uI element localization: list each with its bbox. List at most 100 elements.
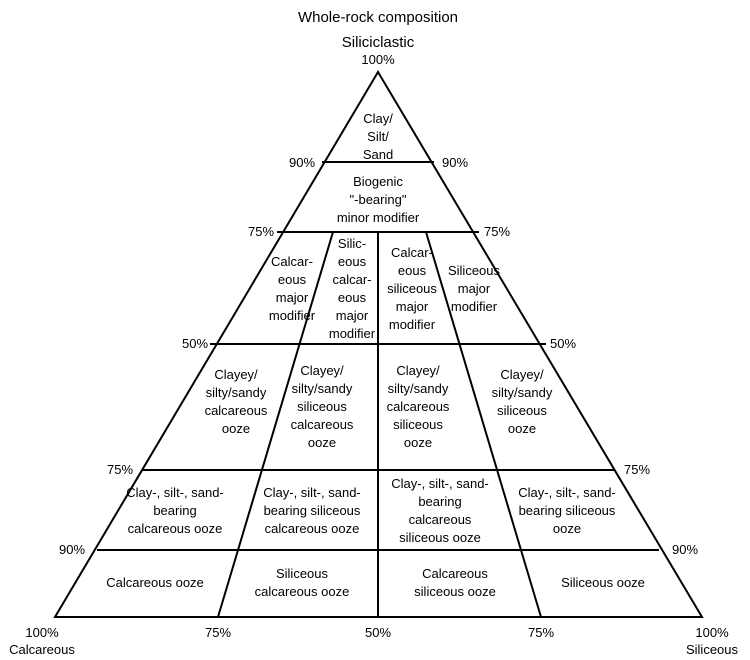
base-tick-75-left: 75% xyxy=(205,625,231,640)
region-calcareous-major: Calcar-eous major modifier xyxy=(269,254,316,323)
region-label-line: Clayey/ xyxy=(300,363,344,378)
region-label-line: minor modifier xyxy=(337,210,420,225)
right-corner-pct: 100% xyxy=(695,625,729,640)
region-clayey-calcareous-ooze: Clayey/silty/sandy calcareous ooze xyxy=(205,367,268,436)
region-label-line: silty/sandy xyxy=(206,385,267,400)
left-corner-pct: 100% xyxy=(25,625,59,640)
left-tick-90-top: 90% xyxy=(289,155,315,170)
region-label-line: calcareous xyxy=(409,512,472,527)
region-label-line: eous xyxy=(338,290,367,305)
region-label-line: Clayey/ xyxy=(396,363,440,378)
region-label-line: Clay/ xyxy=(363,111,393,126)
region-label-line: silty/sandy xyxy=(388,381,449,396)
region-bearing-calcareous-siliceous-ooze: Clay-, silt-, sand-bearing calcareous sili… xyxy=(391,476,489,545)
region-label-line: calcareous ooze xyxy=(128,521,223,536)
base-tick-50: 50% xyxy=(365,625,391,640)
region-label-line: ooze xyxy=(308,435,336,450)
region-calcareous-siliceous-ooze: Calcareous siliceous ooze xyxy=(414,566,496,599)
region-label-line: ooze xyxy=(222,421,250,436)
left-tick-75-bottom: 75% xyxy=(107,462,133,477)
region-label-line: modifier xyxy=(389,317,436,332)
region-label-line: calcareous xyxy=(387,399,450,414)
region-label-line: calcareous xyxy=(291,417,354,432)
left-tick-50: 50% xyxy=(182,336,208,351)
region-label-line: "-bearing" xyxy=(350,192,407,207)
region-label-line: Silt/ xyxy=(367,129,389,144)
region-label-line: bearing xyxy=(418,494,461,509)
region-siliceous-calcareous-major: Silic-eous calcar-eous major modifier xyxy=(329,236,376,341)
region-label-line: ooze xyxy=(508,421,536,436)
region-siliceous-calcareous-ooze: Siliceous calcareous ooze xyxy=(255,566,350,599)
region-bearing-siliceous-calcareous-ooze: Clay-, silt-, sand-bearing siliceous calc… xyxy=(263,485,361,536)
region-label-line: major xyxy=(336,308,369,323)
right-tick-75-top: 75% xyxy=(484,224,510,239)
divider-right-inner xyxy=(425,231,542,618)
region-label-line: eous xyxy=(398,263,427,278)
region-clayey-calcareous-siliceous-ooze: Clayey/silty/sandy calcareous siliceous ooz… xyxy=(387,363,450,450)
region-label-line: siliceous xyxy=(387,281,437,296)
region-biogenic-bearing: Biogenic "-bearing" minor modifier xyxy=(337,174,420,225)
region-label-line: Siliceous ooze xyxy=(561,575,645,590)
region-label-line: calcareous ooze xyxy=(255,584,350,599)
region-label-line: calcareous xyxy=(205,403,268,418)
region-bearing-siliceous-ooze: Clay-, silt-, sand-bearing siliceous ooze xyxy=(518,485,616,536)
region-label-line: Clayey/ xyxy=(500,367,544,382)
region-bearing-calcareous-ooze: Clay-, silt-, sand-bearing calcareous ooz… xyxy=(126,485,224,536)
region-label-line: bearing siliceous xyxy=(264,503,361,518)
region-label-line: Calcareous ooze xyxy=(106,575,204,590)
region-label-line: Siliceous xyxy=(276,566,329,581)
region-clayey-siliceous-calcareous-ooze: Clayey/silty/sandy siliceous calcareous ooz… xyxy=(291,363,354,450)
region-apex: Clay/Silt/Sand xyxy=(363,111,393,162)
region-label-line: silty/sandy xyxy=(292,381,353,396)
left-corner-name: Calcareous xyxy=(9,642,75,657)
region-label-line: calcar- xyxy=(332,272,371,287)
region-label-line: ooze xyxy=(553,521,581,536)
region-label-line: ooze xyxy=(404,435,432,450)
region-label-line: Clay-, silt-, sand- xyxy=(263,485,361,500)
region-label-line: siliceous xyxy=(393,417,443,432)
region-label-line: Clay-, silt-, sand- xyxy=(518,485,616,500)
region-siliceous-ooze: Siliceous ooze xyxy=(561,575,645,590)
region-label-line: calcareous ooze xyxy=(265,521,360,536)
diagram-title: Whole-rock composition xyxy=(298,9,458,26)
right-tick-50: 50% xyxy=(550,336,576,351)
region-label-line: major xyxy=(396,299,429,314)
right-tick-90-bottom: 90% xyxy=(672,542,698,557)
region-label-line: eous xyxy=(338,254,367,269)
left-tick-75-top: 75% xyxy=(248,224,274,239)
right-tick-75-bottom: 75% xyxy=(624,462,650,477)
region-label-line: Calcar- xyxy=(271,254,313,269)
region-calcareous-siliceous-major: Calcar-eous siliceous major modifier xyxy=(387,245,437,332)
region-label-line: Siliceous xyxy=(448,263,501,278)
region-label-line: Silic- xyxy=(338,236,366,251)
top-corner-pct: 100% xyxy=(361,52,395,67)
left-tick-90-bottom: 90% xyxy=(59,542,85,557)
right-corner-name: Siliceous xyxy=(686,642,739,657)
region-label-line: eous xyxy=(278,272,307,287)
region-label-line: bearing siliceous xyxy=(519,503,616,518)
region-clayey-siliceous-ooze: Clayey/silty/sandy siliceous ooze xyxy=(492,367,553,436)
region-label-line: Clay-, silt-, sand- xyxy=(126,485,224,500)
region-label-line: Clayey/ xyxy=(214,367,258,382)
region-label-line: siliceous xyxy=(497,403,547,418)
region-label-line: modifier xyxy=(451,299,498,314)
divider-left-inner xyxy=(217,231,334,618)
region-label-line: Clay-, silt-, sand- xyxy=(391,476,489,491)
right-tick-90-top: 90% xyxy=(442,155,468,170)
region-label-line: siliceous ooze xyxy=(399,530,481,545)
base-tick-75-right: 75% xyxy=(528,625,554,640)
region-label-line: Calcar- xyxy=(391,245,433,260)
region-label-line: modifier xyxy=(329,326,376,341)
region-label-line: Calcareous xyxy=(422,566,488,581)
region-label-line: bearing xyxy=(153,503,196,518)
region-label-line: modifier xyxy=(269,308,316,323)
region-label-line: Biogenic xyxy=(353,174,403,189)
region-label-line: major xyxy=(276,290,309,305)
top-corner-name: Siliciclastic xyxy=(342,34,415,51)
region-label-line: silty/sandy xyxy=(492,385,553,400)
region-calcareous-ooze: Calcareous ooze xyxy=(106,575,204,590)
region-label-line: siliceous xyxy=(297,399,347,414)
region-label-line: siliceous ooze xyxy=(414,584,496,599)
